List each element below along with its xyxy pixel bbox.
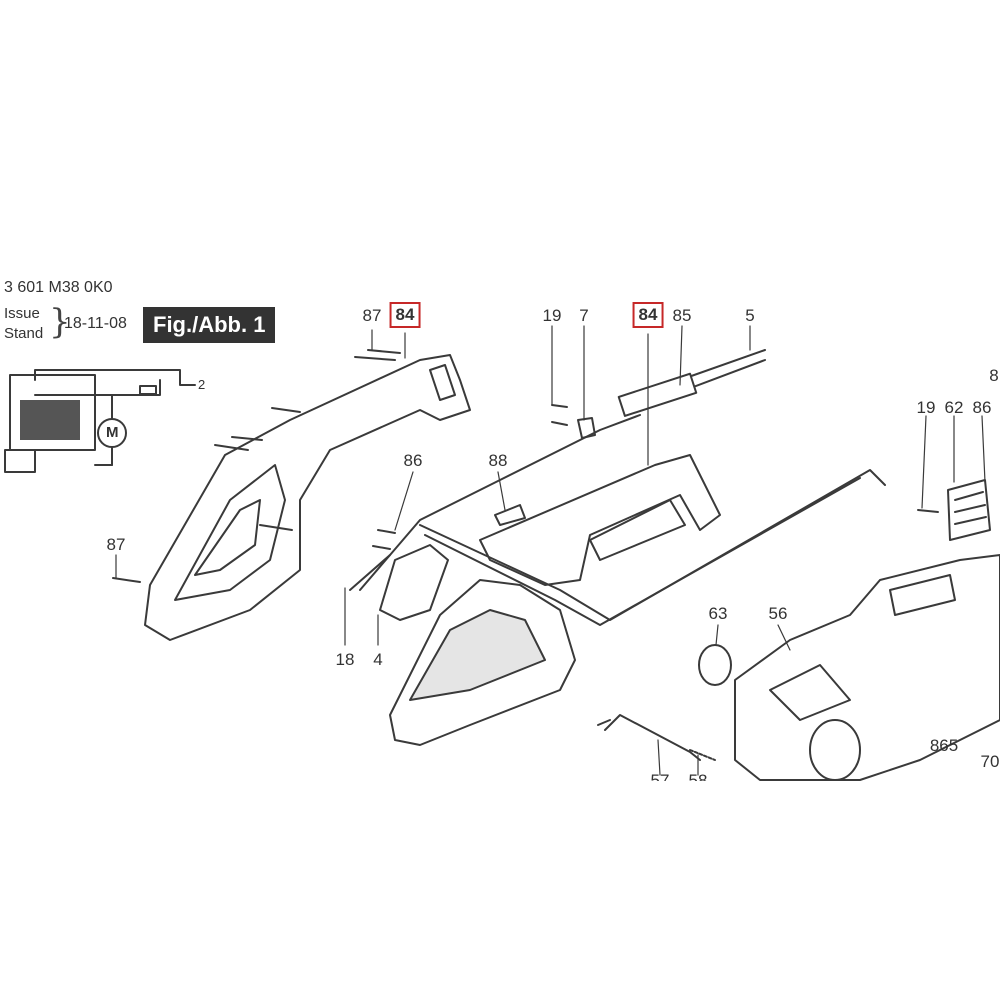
callout-18: 18 bbox=[335, 650, 355, 669]
callout-85: 85 bbox=[672, 306, 692, 325]
callout-86-right: 86 bbox=[972, 398, 992, 417]
callout-63: 63 bbox=[708, 604, 728, 623]
callout-865: 865 bbox=[929, 736, 959, 755]
cover-plate bbox=[917, 479, 991, 541]
motor-housing bbox=[734, 554, 1000, 781]
callout-87-top: 87 bbox=[362, 306, 382, 325]
wiring-schematic bbox=[4, 369, 196, 473]
callout-4: 4 bbox=[373, 650, 383, 669]
issue-label: Issue bbox=[4, 305, 40, 322]
callout-19-mid: 19 bbox=[542, 306, 562, 325]
callout-88: 88 bbox=[488, 451, 508, 470]
o-ring bbox=[698, 644, 732, 686]
small-parts bbox=[372, 404, 596, 550]
issue-date: 18-11-08 bbox=[64, 315, 127, 332]
callout-62: 62 bbox=[944, 398, 964, 417]
callout-86-mid: 86 bbox=[403, 451, 423, 470]
screws-left bbox=[112, 349, 401, 583]
part-number: 3 601 M38 0K0 bbox=[4, 279, 113, 296]
callout-19-right: 19 bbox=[916, 398, 936, 417]
callout-70-edge: 70 bbox=[980, 752, 1000, 771]
leader-lines bbox=[115, 325, 986, 776]
motor-label: M bbox=[106, 424, 119, 441]
callout-84-left: 84 bbox=[389, 302, 421, 328]
callout-5: 5 bbox=[745, 306, 755, 325]
figure-title: Fig./Abb. 1 bbox=[143, 307, 276, 343]
callout-87-left: 87 bbox=[106, 535, 126, 554]
left-handle-housing bbox=[144, 354, 471, 641]
stand-label: Stand bbox=[4, 325, 44, 342]
handle-bar bbox=[479, 454, 721, 586]
callout-58-cut: 58 bbox=[688, 771, 708, 781]
callout-7: 7 bbox=[579, 306, 589, 325]
callout-57-cut: 57 bbox=[650, 771, 670, 781]
callout-84-right: 84 bbox=[632, 302, 664, 328]
terminal-label: 2 bbox=[198, 377, 206, 392]
brace-symbol: } bbox=[49, 302, 71, 342]
shaft-and-spring bbox=[597, 714, 716, 761]
middle-housing-shell bbox=[389, 579, 576, 746]
callout-56: 56 bbox=[768, 604, 788, 623]
callout-8-edge: 8 bbox=[989, 366, 999, 385]
switch-part bbox=[349, 544, 449, 621]
